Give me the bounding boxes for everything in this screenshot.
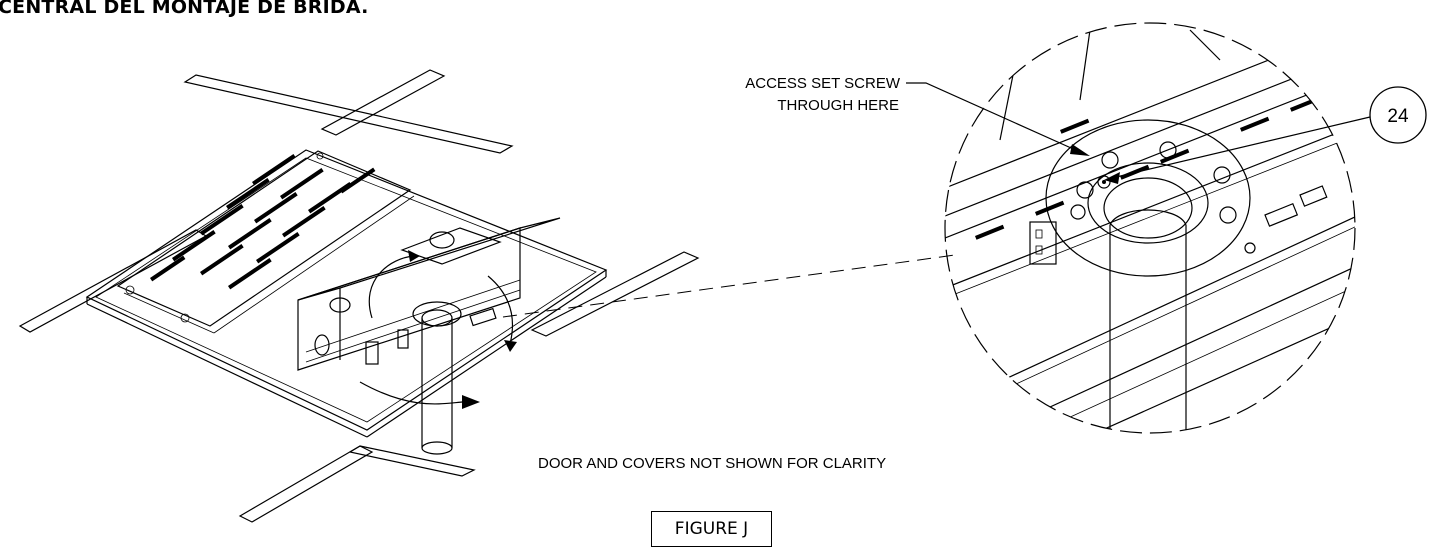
detail-circle bbox=[944, 22, 1356, 434]
detail-rails bbox=[945, 23, 1355, 433]
detail-pole bbox=[1109, 209, 1187, 433]
clarity-note: DOOR AND COVERS NOT SHOWN FOR CLARITY bbox=[538, 455, 886, 472]
figure-label: FIGURE J bbox=[651, 511, 772, 547]
detail-contents bbox=[945, 23, 1355, 433]
page-heading: CENTRAL DEL MONTAJE DE BRIDA. bbox=[0, 0, 369, 18]
detail-view bbox=[944, 22, 1356, 434]
access-label-line1: ACCESS SET SCREW bbox=[745, 75, 901, 92]
pole-and-flange bbox=[412, 301, 462, 455]
part-number-label: 24 bbox=[1387, 106, 1409, 127]
junction-box bbox=[297, 217, 561, 371]
part-number-leader bbox=[1111, 116, 1371, 179]
housing-frame bbox=[85, 149, 608, 438]
electronics-tray bbox=[116, 150, 415, 334]
part-number-arrowhead bbox=[1104, 172, 1120, 184]
access-label-line2: THROUGH HERE bbox=[777, 97, 899, 114]
access-leader bbox=[906, 82, 1081, 153]
detail-leader-line bbox=[502, 254, 956, 318]
part-number-balloon bbox=[1369, 86, 1427, 144]
detail-flange bbox=[1045, 119, 1251, 277]
rotation-arrows bbox=[359, 250, 517, 409]
vent-slots bbox=[149, 154, 376, 290]
outlet-icon bbox=[1029, 221, 1057, 265]
ceiling-assembly bbox=[18, 69, 700, 523]
access-arrowhead bbox=[1070, 144, 1090, 156]
